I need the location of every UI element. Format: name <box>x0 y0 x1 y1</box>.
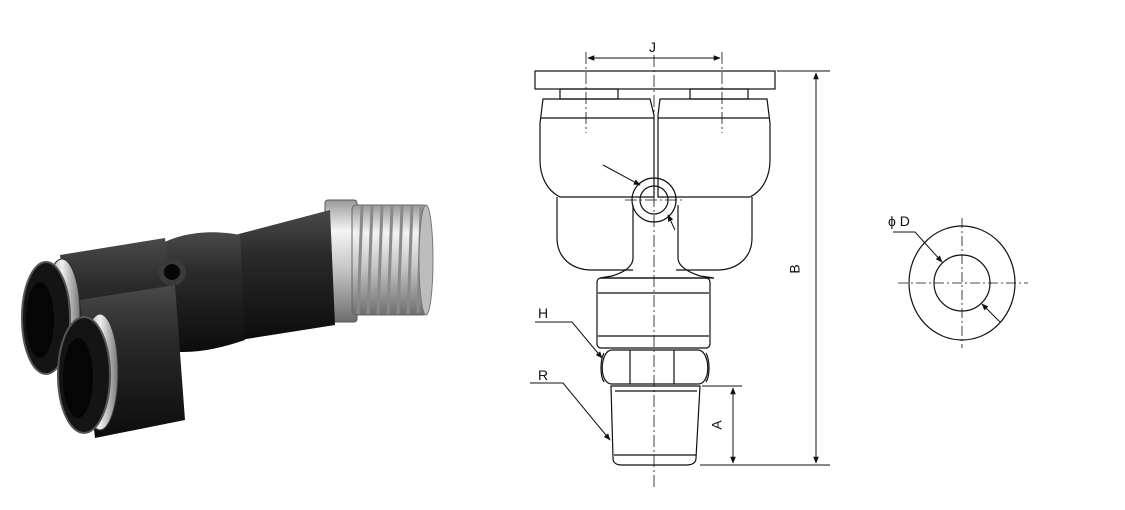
dimension-b <box>700 70 830 466</box>
center-lines <box>585 52 723 490</box>
leader-h <box>535 321 603 359</box>
label-phi-d: ϕ D <box>888 213 910 229</box>
body-neck <box>599 205 715 279</box>
hole-diameter-leader <box>602 164 676 231</box>
right-lower-lobe <box>676 197 753 271</box>
lower-port <box>57 313 119 434</box>
y-fitting-photo <box>21 199 434 438</box>
label-j: J <box>649 39 656 55</box>
left-upper-body <box>539 98 655 198</box>
label-h: H <box>538 305 549 321</box>
hex-nut <box>601 349 709 385</box>
port-end-view <box>893 218 1028 348</box>
right-upper-body <box>657 98 771 198</box>
phi-d-leader <box>893 231 1001 323</box>
thread-stud <box>610 385 701 466</box>
label-b: B <box>786 264 803 274</box>
label-r: R <box>538 367 549 383</box>
right-collar <box>689 88 749 100</box>
left-collar <box>559 88 619 100</box>
port-center-lines <box>898 218 1028 348</box>
lower-cylinder <box>596 277 711 349</box>
label-a: A <box>708 420 725 430</box>
top-plate <box>534 70 776 90</box>
dimension-a <box>702 385 742 464</box>
y-fitting-front-drawing <box>530 52 830 490</box>
threaded-stud <box>324 199 434 323</box>
left-lower-lobe <box>556 197 633 271</box>
leader-r <box>530 382 611 441</box>
